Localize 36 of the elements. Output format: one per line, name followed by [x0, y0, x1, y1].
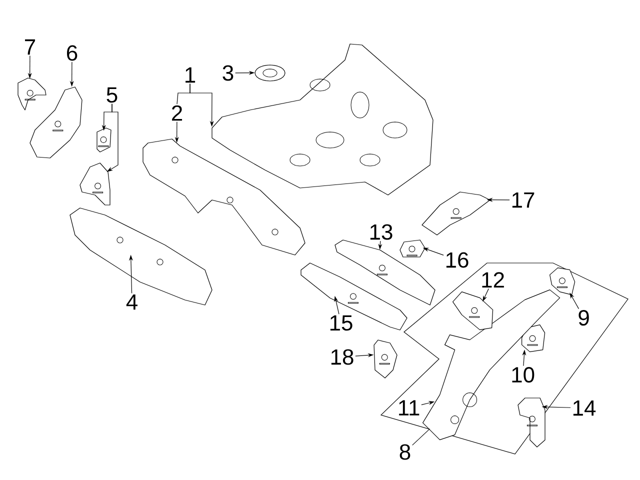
callout-number: 10 — [512, 367, 534, 383]
callout-number: 12 — [482, 272, 504, 288]
callout-number: 7 — [25, 39, 36, 55]
bracket-drawing — [522, 324, 546, 352]
callout-number: 6 — [67, 45, 78, 61]
reinforcement-drawing — [30, 86, 82, 158]
callout-number: 4 — [126, 294, 138, 310]
leader-line — [176, 83, 190, 104]
bracket-drawing — [80, 162, 110, 206]
bracket-drawing — [452, 292, 494, 330]
callout-number: 5 — [106, 87, 118, 103]
bracket-drawing — [374, 340, 398, 378]
floor-panel-drawing — [212, 44, 434, 196]
callout-number: 15 — [330, 315, 352, 331]
plug-drawing — [254, 64, 286, 82]
callout-number: 9 — [578, 310, 589, 326]
bracket-drawing — [96, 128, 112, 152]
side-rail-drawing — [422, 290, 560, 440]
rail-drawing — [422, 192, 490, 236]
bracket-drawing — [400, 240, 426, 258]
callout-number: 13 — [370, 224, 392, 240]
leader-line — [412, 428, 430, 446]
callout-number: 18 — [331, 349, 354, 365]
callout-number: 8 — [400, 444, 410, 460]
callout-number: 11 — [399, 400, 420, 416]
callout-number: 2 — [172, 105, 182, 121]
crossmember-drawing — [334, 240, 436, 306]
callout-number: 16 — [446, 252, 468, 268]
rail-drawing — [142, 138, 306, 256]
callout-number: 1 — [186, 67, 196, 83]
callout-number: 17 — [512, 192, 534, 208]
crossmember-drawing — [300, 262, 408, 330]
bracket-drawing — [18, 78, 46, 110]
callout-number: 3 — [222, 65, 234, 81]
callout-number: 14 — [573, 400, 596, 416]
bracket-drawing — [550, 268, 576, 296]
